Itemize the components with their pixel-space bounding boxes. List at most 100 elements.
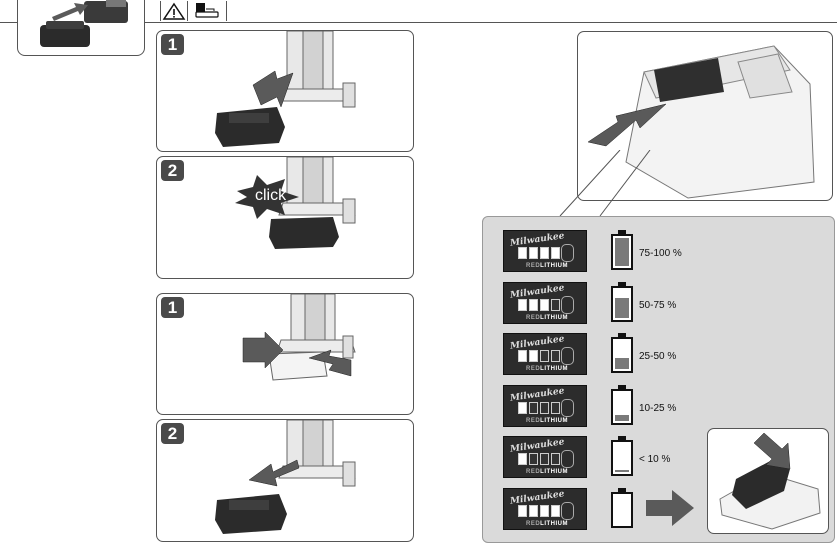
battery-cap	[618, 436, 626, 440]
step-number: 1	[161, 297, 184, 318]
charger-icon	[195, 3, 219, 18]
led-icon	[551, 350, 560, 362]
battery-level-icon	[611, 436, 633, 476]
led-icon	[540, 505, 549, 517]
led-icon	[529, 299, 538, 311]
led-icon	[518, 402, 527, 414]
led-icon	[551, 247, 560, 259]
led-icon	[551, 453, 560, 465]
arrow-to-charger-icon	[646, 490, 694, 526]
card-label-red: RED	[526, 469, 541, 475]
connector-lines	[559, 150, 651, 217]
card-label-text: LITHIUM	[540, 469, 568, 475]
battery-cap	[618, 282, 626, 286]
click-illustration	[235, 157, 356, 249]
card-label-red: RED	[526, 315, 541, 321]
fuel-button-icon	[561, 502, 574, 520]
led-icon	[540, 453, 549, 465]
charger-illustration	[719, 432, 821, 530]
battery-cap	[618, 230, 626, 234]
battery-level-icon	[611, 385, 633, 425]
battery-fill	[615, 415, 629, 421]
install-step-2-panel: 2 click	[156, 156, 414, 279]
led-row	[518, 505, 562, 517]
fuel-button-icon	[561, 399, 574, 417]
remove-step-1-panel: 1	[156, 293, 414, 415]
led-icon	[551, 402, 560, 414]
header-bar	[0, 0, 837, 23]
battery-fill	[615, 238, 629, 266]
battery-level-icon	[611, 282, 633, 322]
led-row	[518, 350, 562, 362]
card-label: REDLITHIUM	[526, 418, 568, 424]
led-icon	[518, 453, 527, 465]
warning-triangle-icon	[162, 2, 186, 20]
led-icon	[529, 505, 538, 517]
led-icon	[540, 247, 549, 259]
card-label-text: LITHIUM	[540, 521, 568, 527]
card-label: REDLITHIUM	[526, 469, 568, 475]
fuel-button-icon	[561, 347, 574, 365]
charge-level-label: < 10 %	[639, 454, 671, 465]
click-label: click	[255, 187, 287, 204]
led-icon	[518, 505, 527, 517]
card-label-red: RED	[526, 418, 541, 424]
charge-level-label: 10-25 %	[639, 403, 677, 414]
led-icon	[540, 299, 549, 311]
card-label-text: LITHIUM	[540, 315, 568, 321]
led-icon	[529, 350, 538, 362]
install-illustration	[215, 31, 356, 147]
charger-panel	[707, 428, 829, 534]
battery-cap	[618, 333, 626, 337]
card-label-text: LITHIUM	[540, 366, 568, 372]
battery-swap-thumbnail	[17, 0, 145, 56]
led-icon	[518, 299, 527, 311]
battery-cap	[618, 385, 626, 389]
led-row	[518, 299, 562, 311]
card-label: REDLITHIUM	[526, 315, 568, 321]
led-icon	[529, 402, 538, 414]
led-row	[518, 402, 562, 414]
card-label-red: RED	[526, 521, 541, 527]
charge-level-label: 75-100 %	[639, 248, 682, 259]
card-label-red: RED	[526, 366, 541, 372]
led-icon	[551, 299, 560, 311]
remove-step-2-panel: 2	[156, 419, 414, 542]
battery-swap-icon	[40, 0, 128, 47]
led-row	[518, 453, 562, 465]
battery-level-icon	[611, 230, 633, 270]
led-icon	[540, 402, 549, 414]
led-icon	[529, 453, 538, 465]
slide-out-illustration	[215, 420, 356, 534]
step-number: 2	[161, 160, 184, 181]
card-label: REDLITHIUM	[526, 263, 568, 269]
battery-level-icon	[611, 488, 633, 528]
battery-closeup-illustration	[587, 45, 815, 199]
battery-fill	[615, 470, 629, 472]
fuel-button-icon	[561, 450, 574, 468]
charger-icon-cell	[188, 1, 227, 21]
battery-closeup-panel	[577, 31, 833, 201]
release-illustration	[242, 294, 356, 381]
card-label-red: RED	[526, 263, 541, 269]
led-icon	[529, 247, 538, 259]
led-row	[518, 247, 562, 259]
battery-fill	[615, 298, 629, 318]
battery-level-icon	[611, 333, 633, 373]
card-label-text: LITHIUM	[540, 263, 568, 269]
install-step-1-panel: 1	[156, 30, 414, 152]
led-icon	[518, 247, 527, 259]
fuel-button-icon	[561, 244, 574, 262]
led-icon	[518, 350, 527, 362]
card-label: REDLITHIUM	[526, 366, 568, 372]
battery-cap	[618, 488, 626, 492]
charge-level-label: 50-75 %	[639, 300, 677, 311]
card-label-text: LITHIUM	[540, 418, 568, 424]
led-icon	[540, 350, 549, 362]
